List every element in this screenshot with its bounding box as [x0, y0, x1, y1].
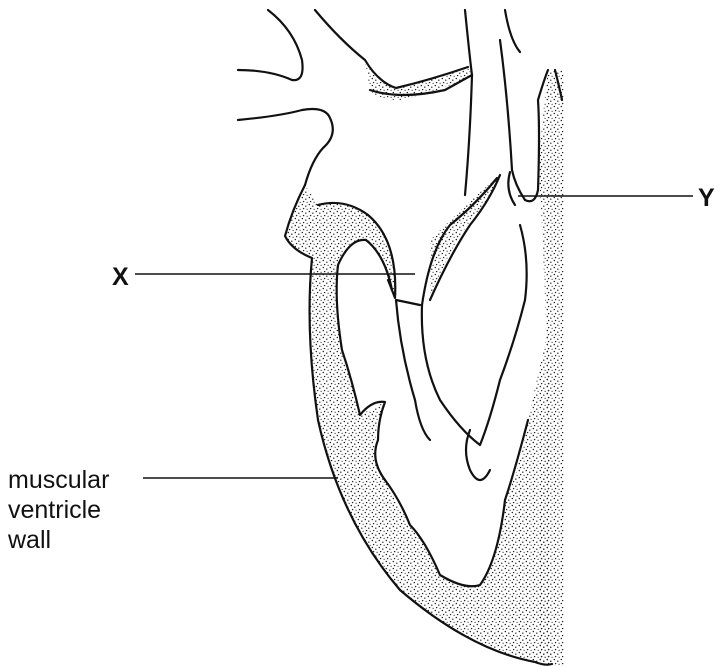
wall-label-line-1: muscular: [8, 465, 109, 495]
wall-label-line-2: ventricle: [8, 495, 109, 525]
ventricle-wall-muscle: [285, 185, 552, 665]
label-y: Y: [698, 183, 715, 213]
wall-label-line-3: wall: [8, 525, 109, 555]
label-x: X: [112, 262, 129, 292]
label-muscular-ventricle-wall: muscular ventricle wall: [8, 465, 109, 555]
